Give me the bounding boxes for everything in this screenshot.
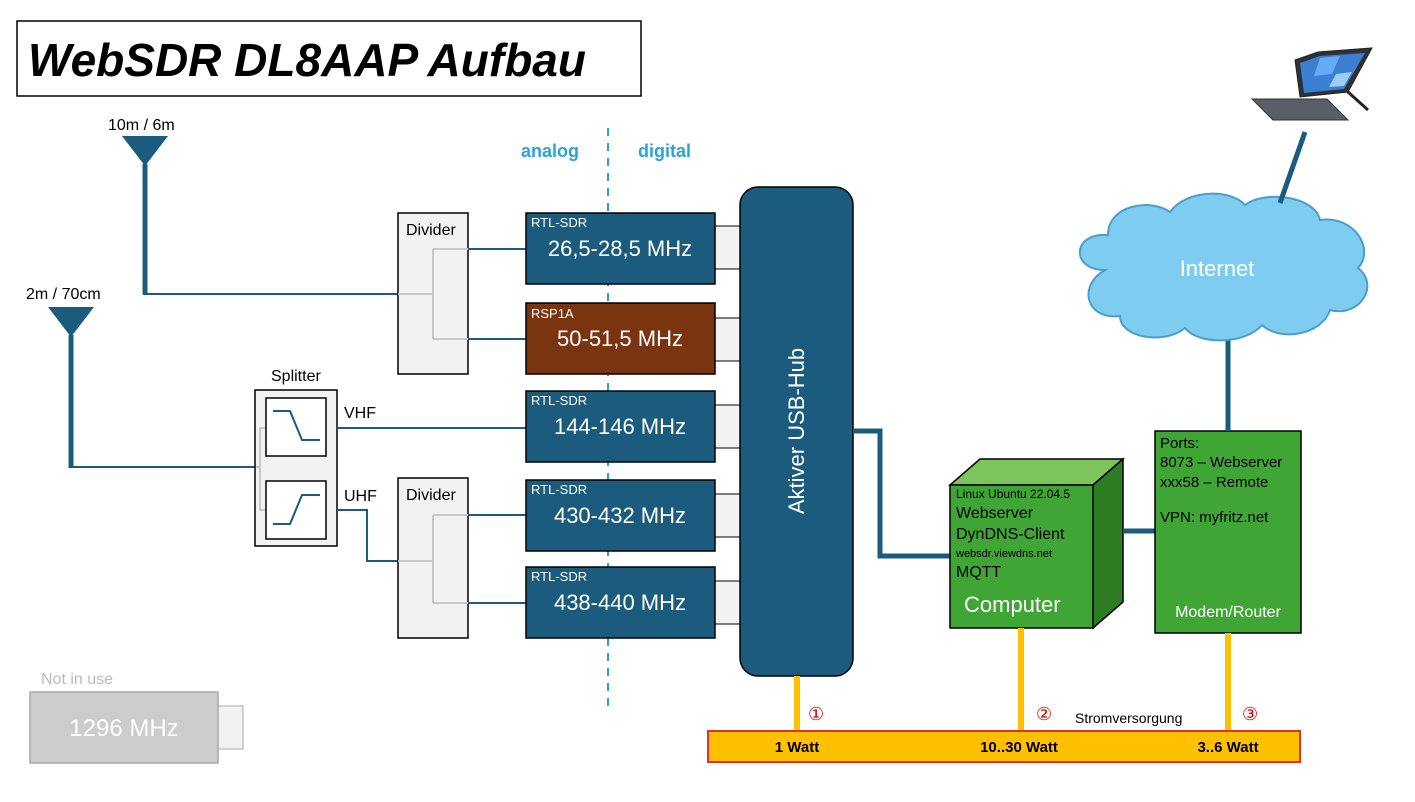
receiver-4-body bbox=[525, 479, 716, 552]
digital-label: digital bbox=[638, 141, 691, 161]
analog-label: analog bbox=[521, 141, 579, 161]
receiver-2-body bbox=[525, 302, 716, 375]
router-ports-title: Ports: bbox=[1160, 435, 1199, 452]
internet-label: Internet bbox=[1180, 256, 1255, 281]
power-marker-2: ② bbox=[1036, 704, 1052, 724]
receiver-5-type: RTL-SDR bbox=[531, 569, 587, 584]
title-box: WebSDR DL8AAP Aufbau bbox=[16, 20, 642, 97]
page-title: WebSDR DL8AAP Aufbau bbox=[28, 34, 586, 86]
receiver-2: RSP1A 50-51,5 MHz bbox=[525, 302, 742, 375]
unused-label: Not in use bbox=[41, 671, 113, 688]
vhf-label: VHF bbox=[344, 405, 376, 422]
receiver-1-freq: 26,5-28,5 MHz bbox=[548, 236, 692, 261]
power-marker-3: ③ bbox=[1242, 704, 1258, 724]
power-supply-label: Stromversorgung bbox=[1075, 710, 1182, 726]
power-hub: 1 Watt bbox=[775, 739, 819, 756]
splitter: Splitter VHF UHF bbox=[254, 368, 377, 547]
power-marker-1: ① bbox=[808, 704, 824, 724]
computer: Linux Ubuntu 22.04.5 Webserver DynDNS-Cl… bbox=[947, 457, 1126, 630]
divider-uhf: Divider bbox=[397, 477, 469, 639]
antenna-vu-icon bbox=[48, 307, 94, 337]
computer-os: Linux Ubuntu 22.04.5 bbox=[956, 487, 1070, 501]
antenna-vu: 2m / 70cm bbox=[26, 286, 256, 468]
splitter-label: Splitter bbox=[271, 368, 321, 385]
power-router: 3..6 Watt bbox=[1197, 739, 1258, 756]
receiver-2-type: RSP1A bbox=[531, 306, 574, 321]
usb-cable bbox=[853, 428, 950, 559]
cloud-icon bbox=[1078, 192, 1369, 342]
antenna-vu-label: 2m / 70cm bbox=[26, 286, 101, 303]
usb-hub: Aktiver USB-Hub bbox=[739, 186, 854, 677]
divider-hf-label: Divider bbox=[406, 222, 456, 239]
computer-line-4: MQTT bbox=[956, 564, 1002, 581]
computer-name: Computer bbox=[964, 592, 1061, 617]
router-vpn: VPN: myfritz.net bbox=[1160, 509, 1269, 526]
router-port-1: 8073 – Webserver bbox=[1160, 454, 1282, 471]
computer-line-2: DynDNS-Client bbox=[956, 526, 1065, 543]
receiver-1-body bbox=[525, 212, 716, 285]
receiver-1-type: RTL-SDR bbox=[531, 215, 587, 230]
receiver-3-type: RTL-SDR bbox=[531, 393, 587, 408]
receiver-5-freq: 438-440 MHz bbox=[554, 590, 686, 615]
router-port-2: xxx58 – Remote bbox=[1160, 474, 1268, 491]
divider-hf: Divider bbox=[397, 212, 469, 375]
router: Ports: 8073 – Webserver xxx58 – Remote V… bbox=[1154, 430, 1302, 634]
computer-line-3: websdr.viewdns.net bbox=[955, 548, 1052, 560]
antenna-hf-icon bbox=[122, 136, 168, 166]
power-bar: 1 Watt 10..30 Watt 3..6 Watt bbox=[707, 730, 1301, 763]
antenna-hf: 10m / 6m bbox=[108, 117, 398, 295]
uhf-label: UHF bbox=[344, 488, 377, 505]
usb-hub-label: Aktiver USB-Hub bbox=[784, 348, 809, 514]
receiver-5: RTL-SDR 438-440 MHz bbox=[525, 566, 742, 639]
receiver-1: RTL-SDR 26,5-28,5 MHz bbox=[525, 212, 742, 285]
receiver-2-freq: 50-51,5 MHz bbox=[557, 326, 683, 351]
receiver-4-freq: 430-432 MHz bbox=[554, 503, 686, 528]
computer-line-1: Webserver bbox=[956, 505, 1034, 522]
divider-uhf-label: Divider bbox=[406, 487, 456, 504]
receiver-3-freq: 144-146 MHz bbox=[554, 414, 686, 439]
receiver-3-body bbox=[525, 390, 716, 463]
receiver-4-type: RTL-SDR bbox=[531, 482, 587, 497]
receiver-4: RTL-SDR 430-432 MHz bbox=[525, 479, 742, 552]
receiver-5-body bbox=[525, 566, 716, 639]
laptop-icon bbox=[1250, 47, 1373, 121]
router-name: Modem/Router bbox=[1175, 604, 1281, 621]
antenna-hf-label: 10m / 6m bbox=[108, 117, 175, 134]
unused-receiver: Not in use 1296 MHz bbox=[29, 671, 244, 764]
receiver-3: RTL-SDR 144-146 MHz bbox=[525, 390, 742, 463]
internet-cloud: Internet bbox=[1078, 192, 1369, 342]
unused-freq: 1296 MHz bbox=[69, 715, 178, 742]
power-computer: 10..30 Watt bbox=[980, 739, 1058, 756]
